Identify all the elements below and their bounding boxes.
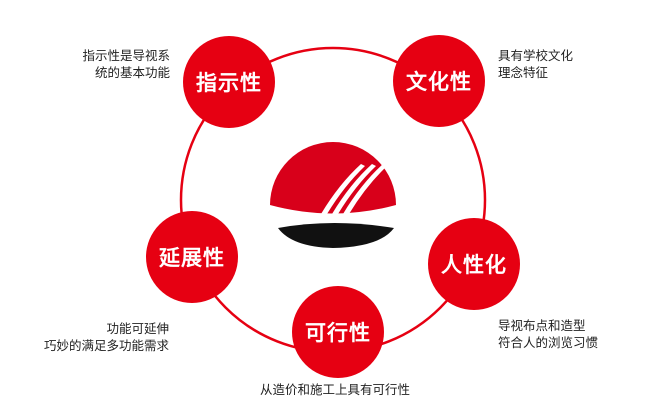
desc-human: 导视布点和造型 符合人的浏览习惯 [498, 317, 598, 351]
desc-culture-line-1: 具有学校文化 [498, 48, 574, 63]
desc-extensible-line-2: 巧妙的满足多功能需求 [43, 338, 169, 353]
desc-extensible-line-1: 功能可延伸 [106, 321, 169, 336]
emblem-white-stripe-2 [332, 164, 376, 214]
node-culture: 文化性 [393, 35, 485, 127]
desc-guide-line-2: 统的基本功能 [94, 65, 170, 80]
node-guide: 指示性 [183, 36, 275, 128]
emblem-white-stripe-1 [321, 164, 365, 214]
desc-feasible: 从造价和施工上具有可行性 [0, 381, 650, 398]
emblem-black-band [278, 223, 394, 248]
desc-human-line-1: 导视布点和造型 [498, 318, 586, 333]
emblem-white-stripe-3 [343, 164, 387, 214]
desc-guide-line-1: 指示性是导视系 [82, 48, 170, 63]
node-extensible: 延展性 [146, 211, 238, 303]
desc-feasible-line-1: 从造价和施工上具有可行性 [259, 382, 410, 397]
node-feasible: 可行性 [292, 286, 384, 378]
desc-guide: 指示性是导视系 统的基本功能 [82, 47, 170, 81]
desc-culture: 具有学校文化 理念特征 [498, 47, 573, 81]
school-emblem-logo [270, 142, 396, 248]
desc-extensible: 功能可延伸 巧妙的满足多功能需求 [44, 320, 169, 354]
desc-culture-line-2: 理念特征 [498, 65, 549, 80]
node-human: 人性化 [428, 218, 520, 310]
emblem-red-dome [270, 142, 396, 214]
desc-human-line-2: 符合人的浏览习惯 [498, 335, 599, 350]
